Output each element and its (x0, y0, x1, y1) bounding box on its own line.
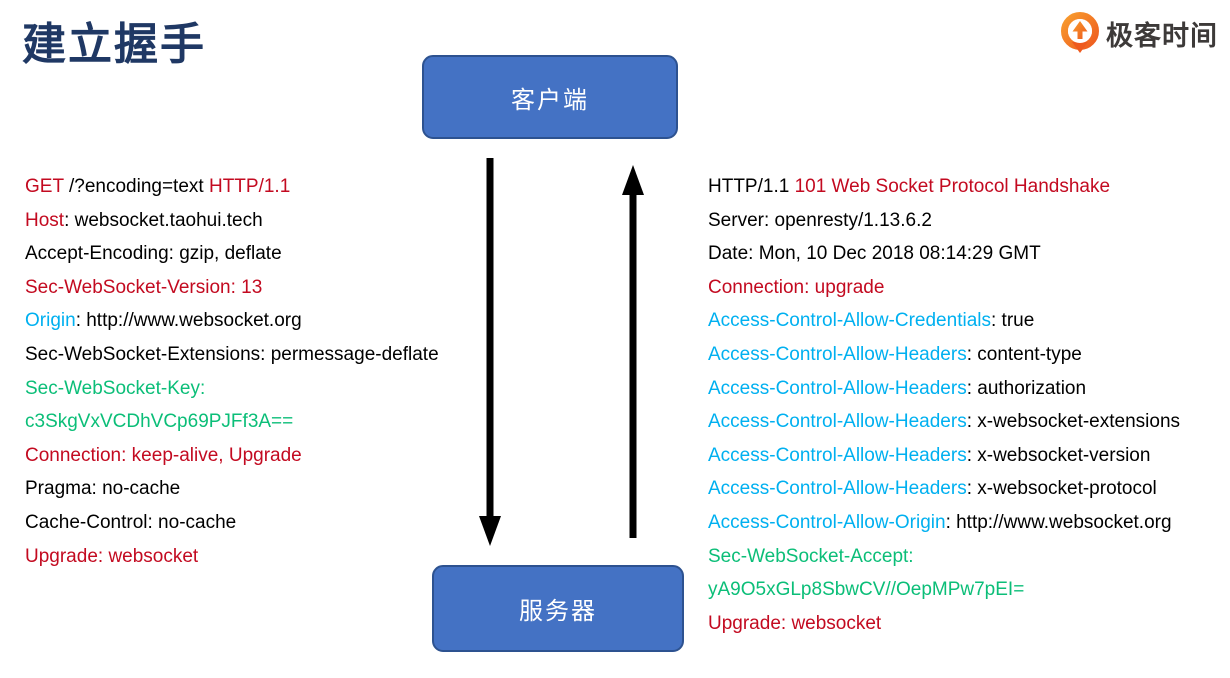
server-box: 服务器 (432, 565, 684, 652)
geektime-logo: 极客时间 (1060, 12, 1218, 54)
header-segment: 101 Web Socket Protocol Handshake (794, 176, 1111, 197)
header-segment: Access-Control-Allow-Credentials (708, 310, 991, 332)
header-line: Origin: http://www.websocket.org (25, 304, 439, 338)
request-arrow-down-icon (479, 158, 501, 546)
header-line: Access-Control-Allow-Credentials: true (708, 304, 1180, 338)
header-segment: Sec-WebSocket-Key: (25, 377, 206, 399)
header-segment: GET (25, 176, 64, 197)
header-segment: Access-Control-Allow-Headers (708, 444, 967, 466)
header-segment: c3SkgVxVCDhVCp69PJFf3A== (25, 411, 294, 433)
header-line: Connection: keep-alive, Upgrade (25, 439, 439, 473)
header-line: Upgrade: websocket (708, 607, 1180, 641)
header-segment: Access-Control-Allow-Headers (708, 478, 967, 500)
header-segment: : x-websocket-protocol (966, 478, 1157, 500)
header-line: Host: websocket.taohui.tech (25, 204, 439, 238)
header-segment: Access-Control-Allow-Headers (708, 411, 967, 433)
header-segment: : http://www.websocket.org (945, 511, 1172, 533)
header-line: GET /?encoding=text HTTP/1.1 (25, 170, 439, 204)
header-segment: Connection: keep-alive, Upgrade (25, 444, 302, 466)
header-segment: Sec-WebSocket-Version: 13 (25, 276, 263, 298)
header-segment: Cache-Control: no-cache (25, 511, 237, 533)
header-segment: : x-websocket-extensions (966, 411, 1181, 433)
header-line: Access-Control-Allow-Headers: authorizat… (708, 372, 1180, 406)
header-line: Pragma: no-cache (25, 472, 439, 506)
header-line: Access-Control-Allow-Headers: content-ty… (708, 338, 1180, 372)
header-line: Accept-Encoding: gzip, deflate (25, 237, 439, 271)
header-line: Access-Control-Allow-Origin: http://www.… (708, 506, 1180, 540)
header-segment: : content-type (966, 343, 1082, 365)
geektime-logo-text: 极客时间 (1106, 20, 1218, 51)
header-line: yA9O5xGLp8SbwCV//OepMPw7pEI= (708, 573, 1180, 607)
header-segment: Origin (25, 310, 76, 332)
header-segment: HTTP/1.1 (708, 176, 795, 197)
header-segment: Upgrade: websocket (25, 545, 199, 567)
header-line: Sec-WebSocket-Extensions: permessage-def… (25, 338, 439, 372)
header-line: c3SkgVxVCDhVCp69PJFf3A== (25, 405, 439, 439)
header-segment: Pragma: no-cache (25, 478, 181, 500)
response-headers: HTTP/1.1 101 Web Socket Protocol Handsha… (708, 170, 1180, 640)
header-segment: Date: Mon, 10 Dec 2018 08:14:29 GMT (708, 243, 1041, 265)
header-line: Connection: upgrade (708, 271, 1180, 305)
header-line: Access-Control-Allow-Headers: x-websocke… (708, 405, 1180, 439)
header-segment: : websocket.taohui.tech (64, 209, 263, 231)
response-arrow-up-icon (622, 165, 644, 538)
header-line: Sec-WebSocket-Key: (25, 372, 439, 406)
header-line: Access-Control-Allow-Headers: x-websocke… (708, 439, 1180, 473)
header-segment: : http://www.websocket.org (75, 310, 302, 332)
header-segment: Host (25, 209, 65, 231)
header-segment: : authorization (966, 377, 1087, 399)
header-line: Sec-WebSocket-Accept: (708, 540, 1180, 574)
header-segment: Access-Control-Allow-Headers (708, 343, 967, 365)
header-segment: /?encoding=text (63, 176, 209, 197)
header-segment: : true (990, 310, 1035, 332)
header-segment: Access-Control-Allow-Headers (708, 377, 967, 399)
header-line: Access-Control-Allow-Headers: x-websocke… (708, 472, 1180, 506)
header-segment: Upgrade: websocket (708, 612, 882, 634)
header-segment: : x-websocket-version (966, 444, 1151, 466)
header-line: Sec-WebSocket-Version: 13 (25, 271, 439, 305)
header-segment: yA9O5xGLp8SbwCV//OepMPw7pEI= (708, 579, 1025, 601)
page-title: 建立握手 (22, 20, 206, 69)
header-line: HTTP/1.1 101 Web Socket Protocol Handsha… (708, 170, 1180, 204)
client-label: 客户端 (511, 86, 589, 114)
header-line: Date: Mon, 10 Dec 2018 08:14:29 GMT (708, 237, 1180, 271)
header-segment: Sec-WebSocket-Accept: (708, 545, 914, 567)
header-segment: Access-Control-Allow-Origin (708, 511, 946, 533)
header-line: Upgrade: websocket (25, 540, 439, 574)
header-line: Cache-Control: no-cache (25, 506, 439, 540)
header-segment: HTTP/1.1 (208, 176, 291, 197)
header-segment: Accept-Encoding: gzip, deflate (25, 243, 282, 265)
header-segment: Server: openresty/1.13.6.2 (708, 209, 932, 231)
header-segment: Connection: upgrade (708, 276, 885, 298)
client-box: 客户端 (422, 55, 678, 139)
geektime-logo-icon (1061, 12, 1099, 53)
header-line: Server: openresty/1.13.6.2 (708, 204, 1180, 238)
server-label: 服务器 (519, 598, 597, 625)
header-segment: Sec-WebSocket-Extensions: permessage-def… (25, 343, 439, 365)
